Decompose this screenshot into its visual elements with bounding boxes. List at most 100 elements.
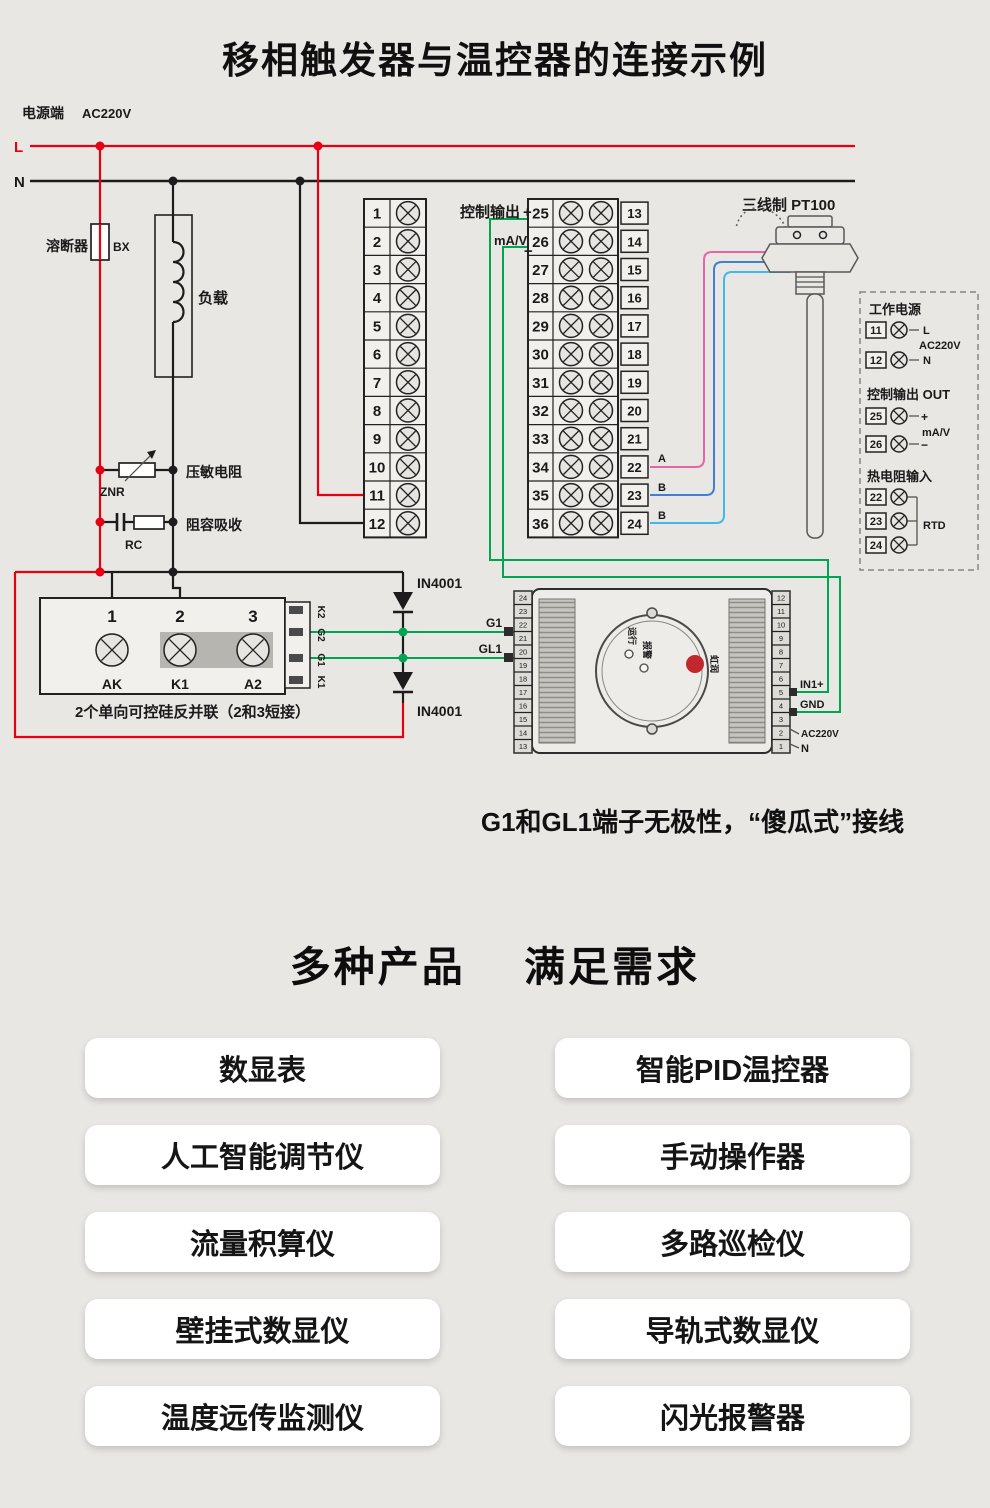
product-button-smart-pid-controller[interactable]: 智能PID温控器 bbox=[555, 1038, 910, 1098]
terminal-number: 3 bbox=[373, 262, 381, 279]
product-button-multi-channel-inspector[interactable]: 多路巡检仪 bbox=[555, 1212, 910, 1272]
terminal-number: 36 bbox=[532, 516, 549, 533]
terminal-number: 11 bbox=[369, 488, 385, 505]
terminal-number: 24 bbox=[627, 516, 642, 531]
product-button-din-rail-display[interactable]: 导轨式数显仪 bbox=[555, 1299, 910, 1359]
product-button-flow-totalizer[interactable]: 流量积算仪 bbox=[85, 1212, 440, 1272]
screw-terminal bbox=[395, 313, 421, 339]
power-voltage-label: AC220V bbox=[82, 106, 131, 121]
gnd-lug bbox=[789, 708, 797, 716]
pt100-title: 三线制 PT100 bbox=[742, 196, 835, 214]
terminal-number: 1 bbox=[779, 742, 783, 751]
terminal-number: 6 bbox=[373, 347, 381, 364]
line-l-label: L bbox=[14, 139, 23, 156]
rtd-wire-b1-label: B bbox=[658, 482, 666, 494]
legend-power-title: 工作电源 bbox=[869, 302, 921, 317]
screw-terminal bbox=[588, 229, 614, 254]
load-label: 负载 bbox=[198, 289, 228, 307]
terminal-number: 19 bbox=[519, 661, 527, 670]
terminal-number: 20 bbox=[627, 404, 641, 419]
screw-terminal bbox=[588, 426, 614, 451]
varistor-code-label: ZNR bbox=[100, 485, 125, 499]
screw-terminal bbox=[395, 426, 421, 451]
terminal-number: 19 bbox=[627, 375, 641, 390]
screw-terminal bbox=[395, 370, 421, 395]
diode-bottom-label: IN4001 bbox=[417, 703, 462, 719]
terminal-number: 8 bbox=[779, 648, 783, 657]
legend-rtd-label: RTD bbox=[923, 520, 946, 532]
terminal-number: 20 bbox=[519, 648, 527, 657]
product-button-ai-regulator[interactable]: 人工智能调节仪 bbox=[85, 1125, 440, 1185]
screw-terminal bbox=[558, 313, 584, 339]
legend-t25: 25 bbox=[870, 411, 882, 423]
module-brand-label: 虹润 bbox=[709, 655, 720, 673]
in1-lug bbox=[789, 688, 797, 696]
rc-snubber-component bbox=[100, 513, 173, 531]
legend-n: N bbox=[923, 355, 931, 367]
terminal-number: 9 bbox=[779, 634, 783, 643]
terminal-number: 8 bbox=[373, 403, 381, 420]
terminal-number: 27 bbox=[532, 262, 549, 279]
terminal-number: 2 bbox=[373, 234, 381, 251]
brand-logo-icon bbox=[686, 655, 704, 673]
terminal-number: 31 bbox=[532, 375, 549, 392]
terminal-number: 10 bbox=[777, 621, 785, 630]
screw-terminal bbox=[558, 426, 584, 451]
terminal-number: 16 bbox=[519, 702, 527, 711]
fuse-component bbox=[90, 146, 110, 572]
screw-terminal bbox=[558, 454, 584, 480]
screw-terminal bbox=[890, 321, 908, 339]
product-button-digital-display[interactable]: 数显表 bbox=[85, 1038, 440, 1098]
screw-terminal bbox=[890, 536, 908, 554]
screw-terminal bbox=[890, 351, 908, 369]
screw-terminal bbox=[588, 200, 614, 226]
legend-mav: mA/V bbox=[922, 427, 951, 439]
rc-code-label: RC bbox=[125, 538, 143, 552]
terminal-number: 18 bbox=[519, 675, 527, 684]
screw-terminal bbox=[588, 482, 614, 508]
section-title: 多种产品 满足需求 bbox=[289, 944, 701, 990]
product-button-manual-operator[interactable]: 手动操作器 bbox=[555, 1125, 910, 1185]
gate-k1-label: K1 bbox=[315, 676, 326, 689]
scr-k1-label: K1 bbox=[171, 676, 189, 692]
scr-terminal-1: 1 bbox=[107, 607, 116, 626]
screw-terminal bbox=[395, 229, 421, 254]
terminal-number: 23 bbox=[519, 607, 527, 616]
terminal-number: 12 bbox=[777, 594, 785, 603]
screw-terminal bbox=[395, 285, 421, 310]
screw-terminal bbox=[395, 482, 421, 508]
legend-box bbox=[859, 291, 979, 571]
legend-rtd-title: 热电阻输入 bbox=[867, 469, 932, 484]
terminal-number: 21 bbox=[627, 432, 641, 447]
product-button-remote-temp-monitor[interactable]: 温度远传监测仪 bbox=[85, 1386, 440, 1446]
module-screw-hole-bottom bbox=[646, 723, 658, 735]
module-alarm-label: 报警 bbox=[642, 641, 653, 659]
screw-terminal bbox=[588, 511, 614, 536]
terminal-number: 21 bbox=[519, 634, 527, 643]
diode-top-label: IN4001 bbox=[417, 575, 462, 591]
legend-t23: 23 bbox=[870, 516, 882, 528]
page-title: 移相触发器与温控器的连接示例 bbox=[222, 40, 768, 81]
terminal-number: 26 bbox=[532, 234, 549, 251]
legend-out-title: 控制输出 OUT bbox=[867, 387, 950, 402]
product-button-flash-alarm[interactable]: 闪光报警器 bbox=[555, 1386, 910, 1446]
module-screw-hole-top bbox=[646, 607, 658, 619]
module-ac-label: AC220V bbox=[801, 729, 839, 740]
gate-g2-label: G2 bbox=[315, 628, 326, 642]
terminal-number: 22 bbox=[627, 460, 641, 475]
legend-ac: AC220V bbox=[919, 340, 961, 352]
product-button-wall-mount-display[interactable]: 壁挂式数显仪 bbox=[85, 1299, 440, 1359]
product-grid: 数显表 智能PID温控器 人工智能调节仪 手动操作器 流量积算仪 多路巡检仪 壁… bbox=[85, 1038, 910, 1446]
screw-terminal bbox=[558, 285, 584, 310]
terminal-number: 16 bbox=[627, 291, 641, 306]
terminal-number: 33 bbox=[532, 431, 549, 448]
terminal-number: 34 bbox=[532, 459, 549, 476]
module-in1-label: IN1+ bbox=[800, 679, 824, 691]
module-gnd-label: GND bbox=[800, 699, 825, 711]
screw-terminal bbox=[588, 454, 614, 480]
terminal-number: 4 bbox=[779, 702, 783, 711]
screw-terminal bbox=[163, 633, 197, 667]
terminal-number: 17 bbox=[519, 688, 527, 697]
